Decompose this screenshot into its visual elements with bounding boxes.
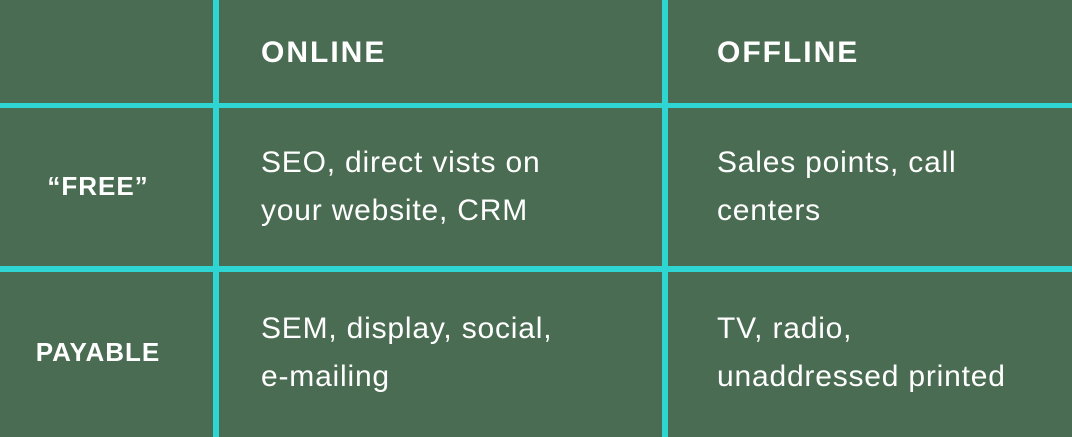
vertical-divider-1 xyxy=(213,0,219,437)
cell-payable-offline: TV, radio, unaddressed printed xyxy=(665,268,1072,437)
row-header-payable: PAYABLE xyxy=(0,268,216,437)
horizontal-divider-1 xyxy=(0,103,1072,108)
cell-payable-online: SEM, display, social, e-mailing xyxy=(216,268,665,437)
column-header-online-label: ONLINE xyxy=(261,35,387,69)
cell-free-online-text: SEO, direct vists on your website, CRM xyxy=(261,145,541,227)
row-header-payable-label: PAYABLE xyxy=(35,337,161,367)
cell-payable-online-text: SEM, display, social, e-mailing xyxy=(261,311,553,393)
column-header-offline-label: OFFLINE xyxy=(717,35,860,69)
cell-free-online: SEO, direct vists on your website, CRM xyxy=(216,105,665,268)
column-header-online: ONLINE xyxy=(216,0,665,105)
cell-payable-offline-text: TV, radio, unaddressed printed xyxy=(717,311,1006,393)
row-header-free-label: “FREE” xyxy=(47,171,149,201)
vertical-divider-2 xyxy=(662,0,668,437)
horizontal-divider-2 xyxy=(0,266,1072,272)
column-header-offline: OFFLINE xyxy=(665,0,1072,105)
row-header-free: “FREE” xyxy=(0,105,216,268)
cell-free-offline-text: Sales points, call centers xyxy=(717,145,957,227)
cell-free-offline: Sales points, call centers xyxy=(665,105,1072,268)
corner-cell xyxy=(0,0,216,105)
